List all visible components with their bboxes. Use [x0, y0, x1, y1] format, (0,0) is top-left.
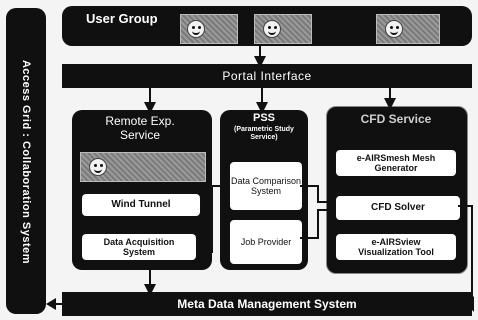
- pss-subtitle: (Parametric Study Service): [234, 126, 294, 142]
- user-icon: [187, 20, 205, 38]
- user-group-title: User Group: [86, 11, 158, 26]
- pss-title: PSS: [252, 112, 275, 124]
- user-icon: [263, 20, 281, 38]
- data-acquisition-box: Data Acquisition System: [80, 232, 198, 262]
- user-icon: [89, 158, 107, 176]
- meta-data-title: Meta Data Management System: [177, 297, 357, 311]
- cfd-service-title: CFD Service: [360, 112, 432, 126]
- remote-exp-service-title: Remote Exp. Service: [105, 114, 175, 143]
- cfd-solver-box: CFD Solver: [334, 194, 462, 222]
- user-tile-2: [254, 14, 312, 44]
- portal-interface-title: Portal Interface: [222, 69, 312, 83]
- portal-interface-bar: [62, 64, 472, 88]
- access-grid-bar: [6, 8, 46, 314]
- mesh-generator-box: e-AIRSmesh Mesh Generator: [334, 148, 458, 178]
- wind-tunnel-box: Wind Tunnel: [80, 192, 202, 218]
- data-comparison-box: Data Comparison System: [228, 160, 304, 212]
- user-tile-3: [376, 14, 440, 44]
- job-provider-box: Job Provider: [228, 218, 304, 266]
- visualization-tool-box: e-AIRSview Visualization Tool: [334, 232, 458, 262]
- remote-user-tile: [80, 152, 206, 182]
- user-tile-1: [180, 14, 238, 44]
- meta-data-bar: [62, 292, 472, 316]
- user-icon: [385, 20, 403, 38]
